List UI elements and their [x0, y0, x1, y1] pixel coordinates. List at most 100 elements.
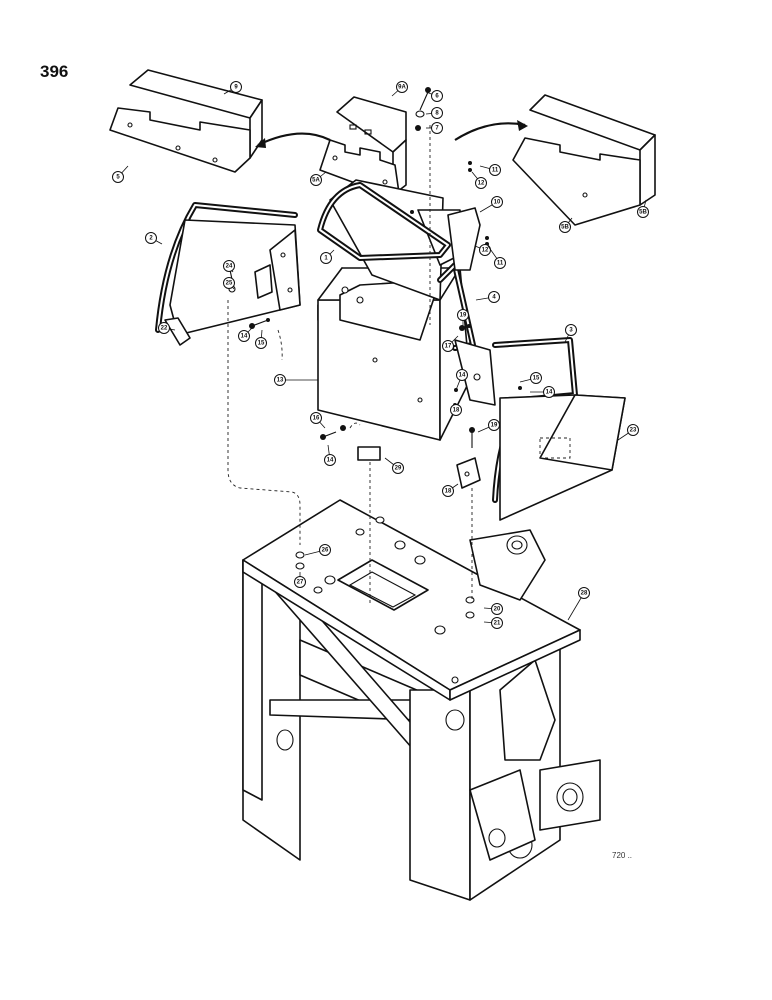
callout-label: 15: [258, 341, 265, 347]
callout-26: 26: [304, 544, 331, 556]
callout-25: 25: [223, 277, 235, 290]
bolt-part-14-center: [320, 431, 337, 440]
callout-4: 4: [475, 291, 500, 303]
callout-label: 22: [161, 326, 168, 332]
callout-label: 6: [435, 94, 439, 100]
callout-27: 27: [294, 572, 306, 588]
callout-label: 14: [241, 334, 248, 340]
callout-19: 19: [477, 419, 500, 433]
callout-22: 22: [158, 322, 176, 334]
callout-label: 5B: [639, 210, 647, 216]
callout-18: 18: [442, 483, 459, 497]
callout-14: 14: [324, 444, 336, 466]
callout-label: 5B: [561, 225, 569, 231]
callout-11: 11: [479, 164, 501, 176]
callout-label: 18: [445, 489, 452, 495]
callout-5B: 5B: [637, 199, 649, 218]
callout-label: 14: [327, 458, 334, 464]
main-frame-part-28: [242, 499, 601, 901]
callout-label: 5: [116, 175, 120, 181]
callout-label: 11: [492, 168, 499, 174]
callout-5: 5: [112, 165, 129, 183]
callout-label: 23: [630, 428, 637, 434]
callout-28: 28: [567, 587, 590, 621]
callout-label: 10: [494, 200, 501, 206]
callout-label: 1: [324, 256, 328, 262]
callout-label: 28: [581, 591, 588, 597]
panel-part-5b-upper: [529, 94, 656, 206]
callout-label: 11: [497, 261, 504, 267]
seal-part-1: [317, 182, 451, 261]
callout-19: 19: [457, 309, 469, 326]
callout-20: 20: [483, 603, 503, 615]
callout-label: 19: [460, 313, 467, 319]
callout-16: 16: [310, 412, 326, 429]
bracket-part-29: [357, 446, 381, 461]
callout-6: 6: [425, 90, 443, 102]
callout-label: 12: [482, 248, 489, 254]
callout-15: 15: [255, 329, 267, 349]
callout-7: 7: [426, 122, 443, 134]
seal-part-2: [155, 202, 298, 333]
callout-24: 24: [223, 260, 235, 273]
panel-part-9: [129, 69, 263, 159]
callout-21: 21: [483, 617, 503, 629]
callout-2: 2: [145, 232, 163, 245]
callout-17: 17: [442, 335, 459, 352]
callout-10: 10: [479, 196, 503, 213]
callout-label: 13: [277, 378, 284, 384]
callout-label: 14: [546, 390, 553, 396]
callout-label: 26: [322, 548, 329, 554]
callout-9: 9: [223, 81, 242, 95]
bolt-part-14-left: [249, 319, 269, 329]
callout-label: 18: [453, 408, 460, 414]
callout-11: 11: [487, 245, 506, 269]
side-shield-part-23: [499, 394, 626, 521]
callout-14: 14: [455, 369, 468, 391]
side-shield-part-22: [164, 219, 301, 346]
callout-label: 3: [569, 328, 573, 334]
callout-14: 14: [530, 386, 555, 398]
callout-label: 2: [149, 236, 153, 242]
callout-14: 14: [238, 327, 253, 342]
callout-label: 21: [494, 621, 501, 627]
callout-label: 24: [226, 264, 233, 270]
callout-label: 15: [533, 376, 540, 382]
bolt-part-6: [419, 87, 431, 111]
callout-label: 14: [459, 373, 466, 379]
callout-label: 5A: [312, 178, 320, 184]
callout-13: 13: [274, 374, 318, 386]
panel-part-5b-lower: [512, 137, 641, 226]
callout-29: 29: [384, 457, 404, 474]
callout-9A: 9A: [391, 81, 408, 97]
bracket-part-18: [456, 457, 481, 489]
bolt-part-19-lower: [469, 427, 475, 448]
washer-part-8: [415, 110, 425, 118]
callout-label: 9: [234, 85, 238, 91]
callout-label: 27: [297, 580, 304, 586]
bracket-part-19: [454, 339, 496, 406]
console-housing-part-13: [317, 267, 471, 441]
callout-label: 8: [435, 111, 439, 117]
figure-code: 720 ..: [612, 851, 633, 860]
callout-label: 9A: [398, 85, 406, 91]
callout-label: 29: [395, 466, 402, 472]
callout-5B: 5B: [559, 217, 573, 233]
callout-3: 3: [564, 324, 577, 343]
callout-label: 25: [226, 281, 233, 287]
arrow-left-head: [255, 138, 266, 148]
arrow-right-head: [517, 120, 528, 131]
callout-label: 16: [313, 416, 320, 422]
page-number: 396: [40, 62, 69, 81]
callout-5A: 5A: [310, 171, 327, 186]
callout-15: 15: [519, 372, 542, 384]
arrow-left: [257, 132, 331, 146]
callout-8: 8: [425, 107, 443, 119]
callout-18: 18: [450, 404, 462, 416]
panel-part-5: [109, 107, 251, 173]
bracket-part-10: [447, 207, 481, 271]
callout-label: 17: [445, 344, 452, 350]
arrow-right: [454, 122, 526, 141]
